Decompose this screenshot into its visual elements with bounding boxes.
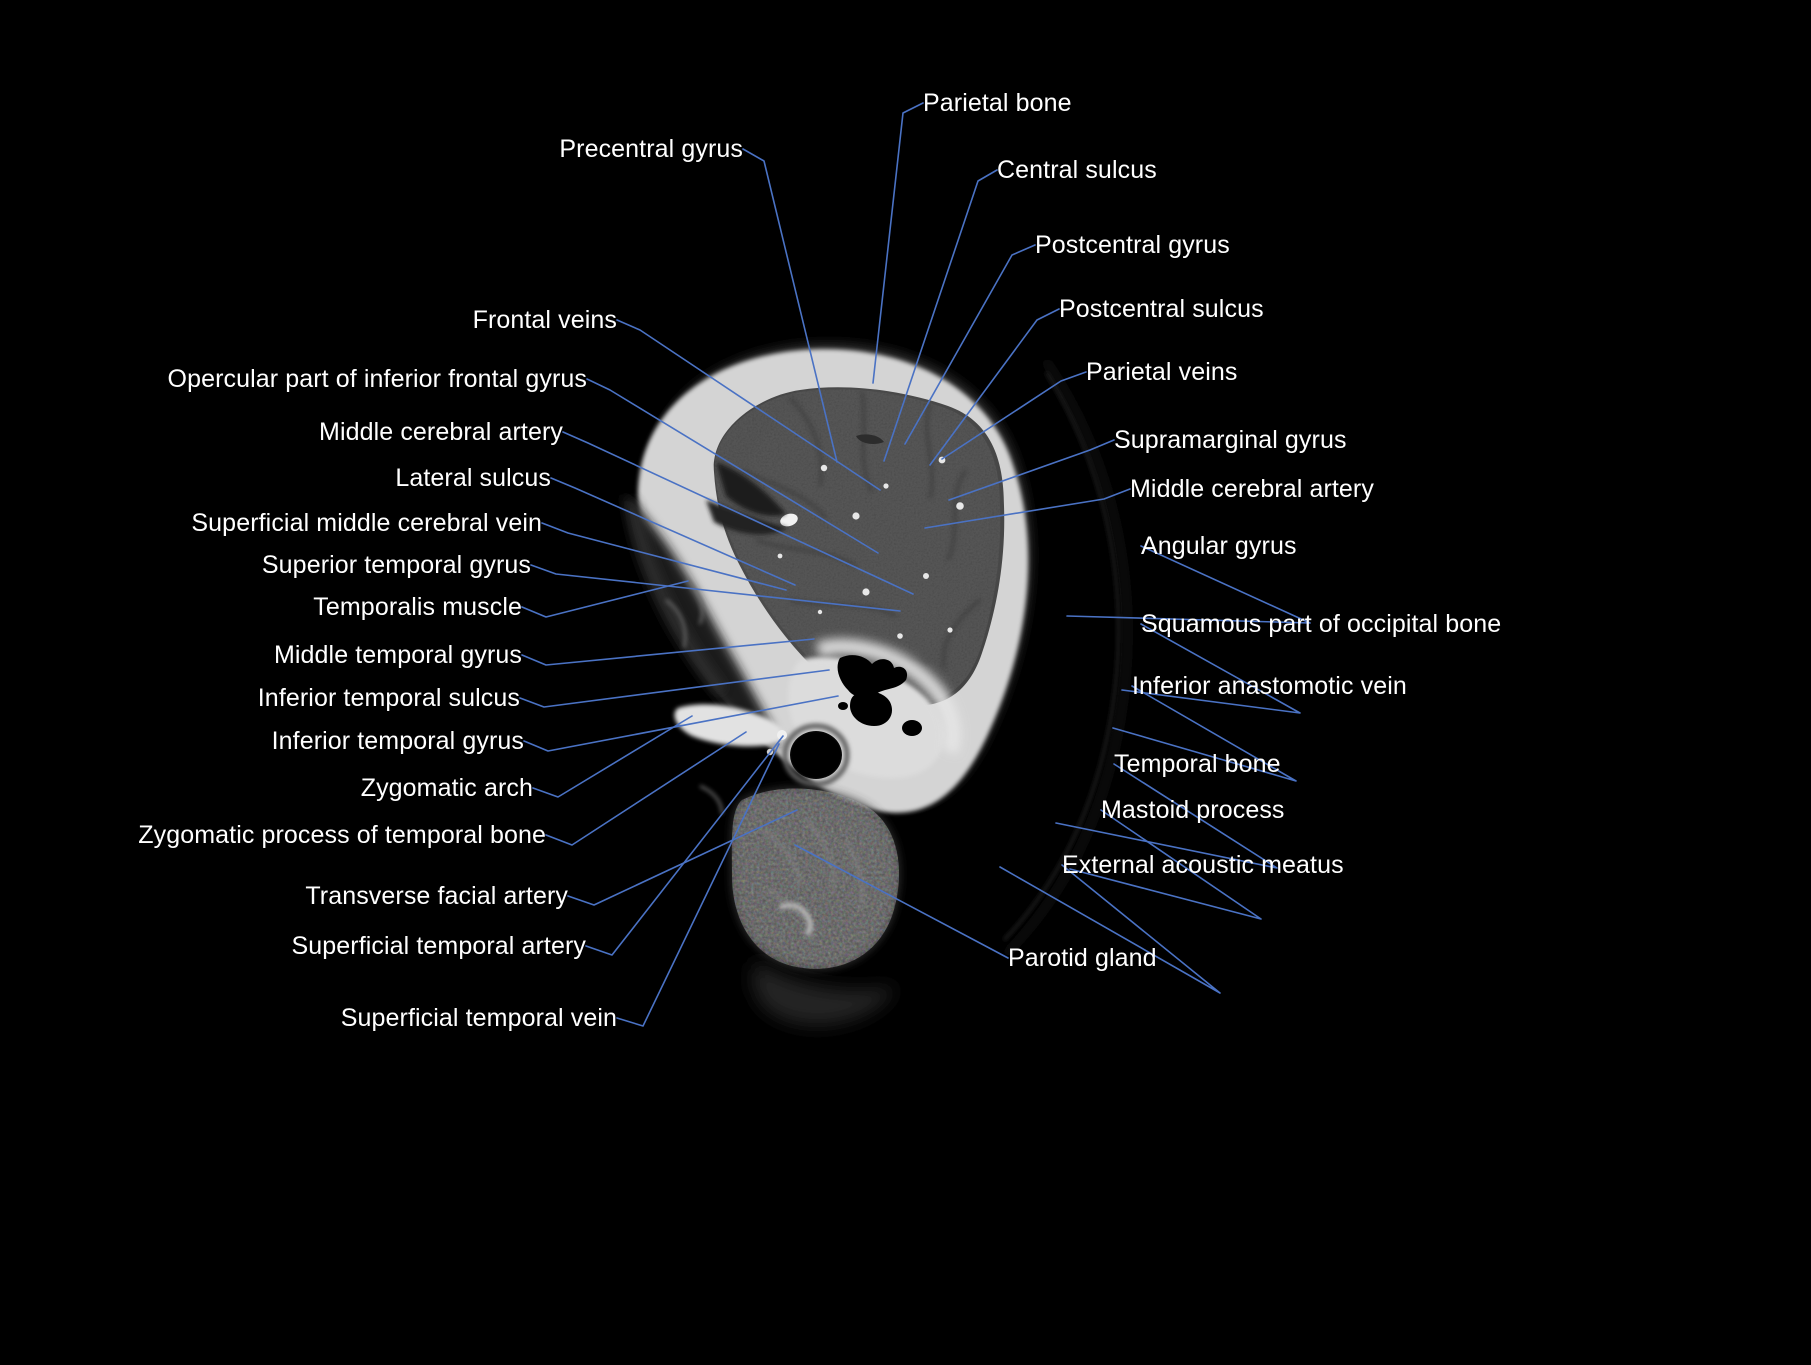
annotation-label-middle-temporal-gyrus[interactable]: Middle temporal gyrus bbox=[273, 641, 522, 669]
annotation-label-inferior-temporal-sulcus[interactable]: Inferior temporal sulcus bbox=[257, 684, 520, 712]
annotation-label-transverse-facial-artery[interactable]: Transverse facial artery bbox=[305, 882, 568, 910]
annotation-label-frontal-veins[interactable]: Frontal veins bbox=[472, 306, 617, 334]
annotation-label-zygomatic-arch[interactable]: Zygomatic arch bbox=[360, 774, 533, 802]
external-acoustic-meatus bbox=[782, 723, 850, 787]
annotation-label-central-sulcus[interactable]: Central sulcus bbox=[997, 156, 1157, 184]
annotation-label-angular-gyrus[interactable]: Angular gyrus bbox=[1141, 532, 1297, 560]
annotation-label-postcentral-sulcus[interactable]: Postcentral sulcus bbox=[1059, 295, 1264, 323]
annotation-label-squamous-part-of-occipital-bone[interactable]: Squamous part of occipital bone bbox=[1141, 610, 1502, 638]
mastoid-air-cells bbox=[837, 655, 922, 736]
annotation-label-temporal-bone[interactable]: Temporal bone bbox=[1114, 750, 1281, 778]
annotation-label-superficial-temporal-artery[interactable]: Superficial temporal artery bbox=[291, 932, 586, 960]
parotid-gland bbox=[731, 788, 900, 969]
annotation-label-supramarginal-gyrus[interactable]: Supramarginal gyrus bbox=[1114, 426, 1347, 454]
annotation-label-mastoid-process[interactable]: Mastoid process bbox=[1101, 796, 1285, 824]
annotation-label-opercular-part-of-inferior-frontal-gyrus[interactable]: Opercular part of inferior frontal gyrus bbox=[167, 365, 587, 393]
annotation-label-precentral-gyrus[interactable]: Precentral gyrus bbox=[559, 135, 743, 163]
annotation-label-external-acoustic-meatus[interactable]: External acoustic meatus bbox=[1062, 851, 1344, 879]
annotation-label-middle-cerebral-artery[interactable]: Middle cerebral artery bbox=[1130, 475, 1374, 503]
annotation-label-inferior-anastomotic-vein[interactable]: Inferior anastomotic vein bbox=[1132, 672, 1407, 700]
annotation-label-parietal-bone[interactable]: Parietal bone bbox=[923, 89, 1072, 117]
annotation-label-zygomatic-process-of-temporal-bone[interactable]: Zygomatic process of temporal bone bbox=[138, 821, 546, 849]
annotation-label-superficial-middle-cerebral-vein[interactable]: Superficial middle cerebral vein bbox=[191, 509, 542, 537]
annotation-label-superficial-temporal-vein[interactable]: Superficial temporal vein bbox=[340, 1004, 617, 1032]
annotation-label-middle-cerebral-artery[interactable]: Middle cerebral artery bbox=[319, 418, 563, 446]
annotation-label-lateral-sulcus[interactable]: Lateral sulcus bbox=[395, 464, 551, 492]
annotation-label-parotid-gland[interactable]: Parotid gland bbox=[1008, 944, 1157, 972]
annotation-label-parietal-veins[interactable]: Parietal veins bbox=[1086, 358, 1238, 386]
annotation-label-postcentral-gyrus[interactable]: Postcentral gyrus bbox=[1035, 231, 1230, 259]
annotation-label-temporalis-muscle[interactable]: Temporalis muscle bbox=[313, 593, 522, 621]
annotation-label-inferior-temporal-gyrus[interactable]: Inferior temporal gyrus bbox=[271, 727, 524, 755]
annotation-label-superior-temporal-gyrus[interactable]: Superior temporal gyrus bbox=[261, 551, 531, 579]
